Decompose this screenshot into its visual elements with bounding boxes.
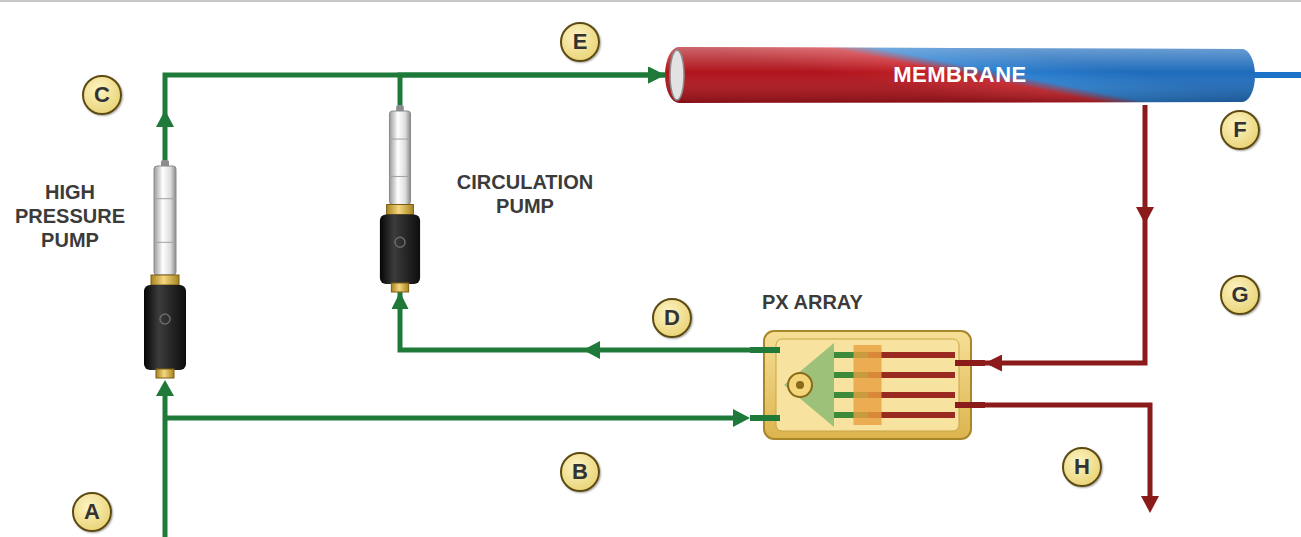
px-port [750,347,780,353]
px-logo [788,373,812,397]
callout-letter: B [572,459,588,485]
permeate-line [1253,72,1301,78]
pump-label: HIGH PRESSURE PUMP [5,180,135,252]
callout-letter: G [1231,282,1248,308]
callout-circle: B [560,452,600,492]
membrane-end-cap [670,50,684,100]
pump-body [144,285,186,370]
brine-outlet-line [985,405,1150,496]
px-rotor-band [854,345,882,425]
membrane-body [665,47,1255,103]
flow-arrowhead [1141,496,1159,513]
px-logo-core [796,381,804,389]
flow-arrowhead [156,380,174,396]
callout-letter: C [94,82,110,108]
pump-badge [395,237,405,247]
pump-seam [154,198,176,199]
callout-circle: D [652,298,692,338]
flow-connector [400,292,750,350]
feed-branch-line [165,416,736,421]
feed-line [163,394,168,537]
px-port [955,402,985,408]
px-array-device-shape [750,325,985,445]
pump-collar [151,275,179,285]
callout-circle: C [82,75,122,115]
membrane-shading [665,47,1255,103]
callout-letter: A [84,499,100,525]
flow-connector [985,105,1145,363]
flow-connector [165,75,665,160]
pump-icon: CIRCULATION PUMP [378,105,422,292]
callout-letter: D [664,305,680,331]
flow-arrowhead [733,409,750,427]
px-port [955,360,985,366]
callout-circle: H [1062,447,1102,487]
px-panel [776,339,959,431]
pump-badge [160,314,170,324]
membrane-label: MEMBRANE [893,62,1027,88]
pump-seam [154,242,176,243]
pump-seam [389,139,410,140]
pump-body [380,215,420,285]
callout-circle: E [560,22,600,62]
px-housing [764,331,971,439]
pump-port [391,283,408,292]
pump-collar [387,205,414,215]
flow-connector [400,75,665,105]
top-rule [0,0,1301,2]
px-inlet-manifold [784,343,834,427]
pump-icon-shape [378,105,422,292]
pump-icon: HIGH PRESSURE PUMP [142,160,188,378]
device-label: PX ARRAY [762,291,997,314]
pump-motor [154,166,176,275]
membrane-tube: MEMBRANE [665,45,1255,105]
callout-circle: A [72,492,112,532]
pump-seam [389,176,410,177]
callout-letter: E [573,29,588,55]
pump-motor [389,111,410,205]
px-port [750,415,780,421]
callout-circle: G [1220,275,1260,315]
pump-port [156,369,174,378]
callout-letter: H [1074,454,1090,480]
px-array-device: PX ARRAY [750,325,985,445]
pump-label: CIRCULATION PUMP [440,170,610,218]
pump-icon-shape [142,160,188,378]
callout-letter: F [1233,117,1246,143]
callout-circle: F [1220,110,1260,150]
